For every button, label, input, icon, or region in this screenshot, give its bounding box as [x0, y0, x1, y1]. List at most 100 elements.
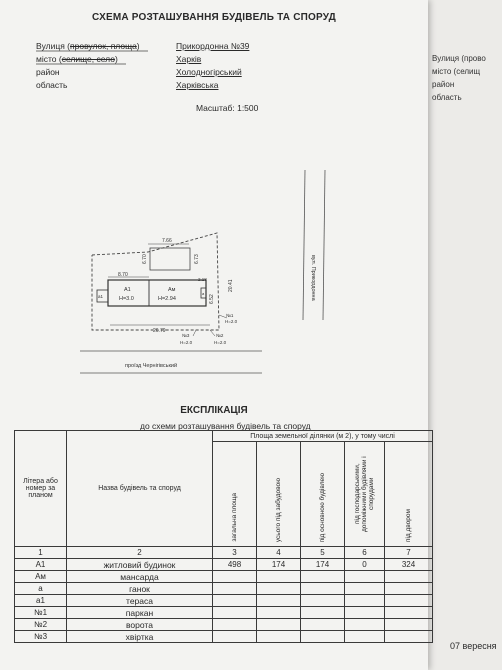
road-label: проїзд Чернігівський [125, 362, 177, 369]
row-aux [344, 582, 385, 595]
under-region-label: область [432, 93, 462, 102]
row-letter: а1 [14, 594, 67, 607]
field-underlines [36, 50, 148, 65]
fence-3-label: №3 [182, 333, 190, 338]
under-city-label: місто (селищ [432, 67, 481, 76]
row-built [256, 570, 301, 583]
col-number: 7 [383, 546, 434, 559]
row-yard: 324 [383, 558, 434, 571]
row-total [212, 606, 257, 619]
under-date-fragment: 07 вересня [450, 641, 497, 651]
dim-mid-label: 6.52 [209, 294, 215, 304]
fence-2-label: №2 [216, 333, 224, 338]
porch-a1 [96, 289, 109, 303]
explication-title: ЕКСПЛІКАЦІЯ [180, 405, 248, 416]
row-total [212, 582, 257, 595]
row-main [300, 570, 345, 583]
underlying-sheet: Вулиця (прово місто (селищ район область… [422, 0, 502, 670]
fence-1-height: Н=2.0 [225, 319, 238, 324]
explication-subtitle: до схеми розташування будівель та споруд [140, 421, 311, 431]
fence-1-label: №1 [226, 313, 234, 318]
table-row: №3 хвіртка [14, 630, 434, 643]
row-name: ганок [66, 582, 213, 595]
dim-vert-b-label: 6.73 [194, 254, 200, 264]
street-line-right [322, 169, 326, 321]
row-total [212, 570, 257, 583]
table-row: а ганок [14, 582, 434, 595]
row-aux [344, 594, 385, 607]
dim-left-label: 8.70 [118, 272, 128, 278]
table-row: №2 ворота [14, 618, 434, 631]
building-main [107, 279, 207, 307]
row-letter: А1 [14, 558, 67, 571]
row-letter: а [14, 582, 67, 595]
dim-top-label: 7.66 [162, 238, 172, 244]
row-aux [344, 630, 385, 643]
row-main [300, 618, 345, 631]
col-aux-header: під господарськими, допоміжними будівлям… [344, 441, 385, 547]
col-name-header: Назва будівель та споруд [66, 430, 213, 547]
plot-boundary [91, 232, 220, 331]
row-built [256, 582, 301, 595]
row-yard [383, 582, 434, 595]
col-number: 2 [66, 546, 213, 559]
row-built [256, 594, 301, 607]
building-a1-height: Н=3.0 [119, 296, 134, 302]
row-letter: Ам [14, 570, 67, 583]
street-label: Вулиця (провулок, площа) [36, 41, 140, 51]
scale-label: Масштаб: 1:500 [196, 103, 259, 113]
under-district-label: район [432, 80, 455, 89]
building-am-label: Ам [168, 287, 176, 293]
row-main [300, 630, 345, 643]
col-letter-header: Літера або номер за планом [14, 430, 67, 547]
building-am-height: Н=2.94 [158, 296, 176, 302]
street-line-left [302, 169, 306, 321]
col-main-header: під основною будівлею [300, 441, 345, 547]
dim-vert-a-label: 6.70 [142, 254, 148, 264]
district-label: район [36, 67, 60, 77]
dim-small-label: 2.18 [198, 277, 207, 282]
fence-3-leader [192, 329, 197, 337]
table-row: А1 житловий будинок 498 174 174 0 324 [14, 558, 434, 571]
table-row: №1 паркан [14, 606, 434, 619]
explication-table: Літера або номер за планом Назва будівел… [14, 430, 434, 643]
col-number: 5 [300, 546, 345, 559]
table-row: Ам мансарда [14, 570, 434, 583]
porch-a1-label: а1 [98, 294, 104, 299]
district-value: Холодногірський [176, 67, 242, 77]
col-total-header: загальна площа [212, 441, 257, 547]
row-total: 498 [212, 558, 257, 571]
row-name: паркан [66, 606, 213, 619]
row-yard [383, 570, 434, 583]
row-letter: №2 [14, 618, 67, 631]
row-aux [344, 570, 385, 583]
column-numbers-row: 1 2 3 4 5 6 7 [14, 546, 434, 559]
row-yard [383, 618, 434, 631]
city-label: місто (селище, село) [36, 54, 118, 64]
row-yard [383, 594, 434, 607]
row-built: 174 [256, 558, 301, 571]
row-aux [344, 618, 385, 631]
table-row: а1 тераса [14, 594, 434, 607]
row-built [256, 618, 301, 631]
dim-right-label: 20.41 [228, 279, 234, 292]
row-total [212, 618, 257, 631]
fence-2-height: Н=2.0 [214, 340, 227, 345]
row-built [256, 630, 301, 643]
street-label-right: вул. Прикордонна [310, 255, 316, 302]
row-built [256, 606, 301, 619]
row-yard [383, 606, 434, 619]
row-aux [344, 606, 385, 619]
under-street-label: Вулиця (прово [432, 54, 486, 63]
row-letter: №1 [14, 606, 67, 619]
street-value: Прикордонна №39 [176, 41, 250, 51]
row-name: мансарда [66, 570, 213, 583]
row-main: 174 [300, 558, 345, 571]
dim-bottom-label: 26.79 [153, 328, 166, 334]
city-value: Харків [176, 54, 202, 64]
row-total [212, 630, 257, 643]
row-main [300, 606, 345, 619]
fence-3-height: Н=2.0 [180, 340, 193, 345]
region-value: Харківська [176, 80, 219, 90]
fence-2-leader [209, 329, 216, 337]
